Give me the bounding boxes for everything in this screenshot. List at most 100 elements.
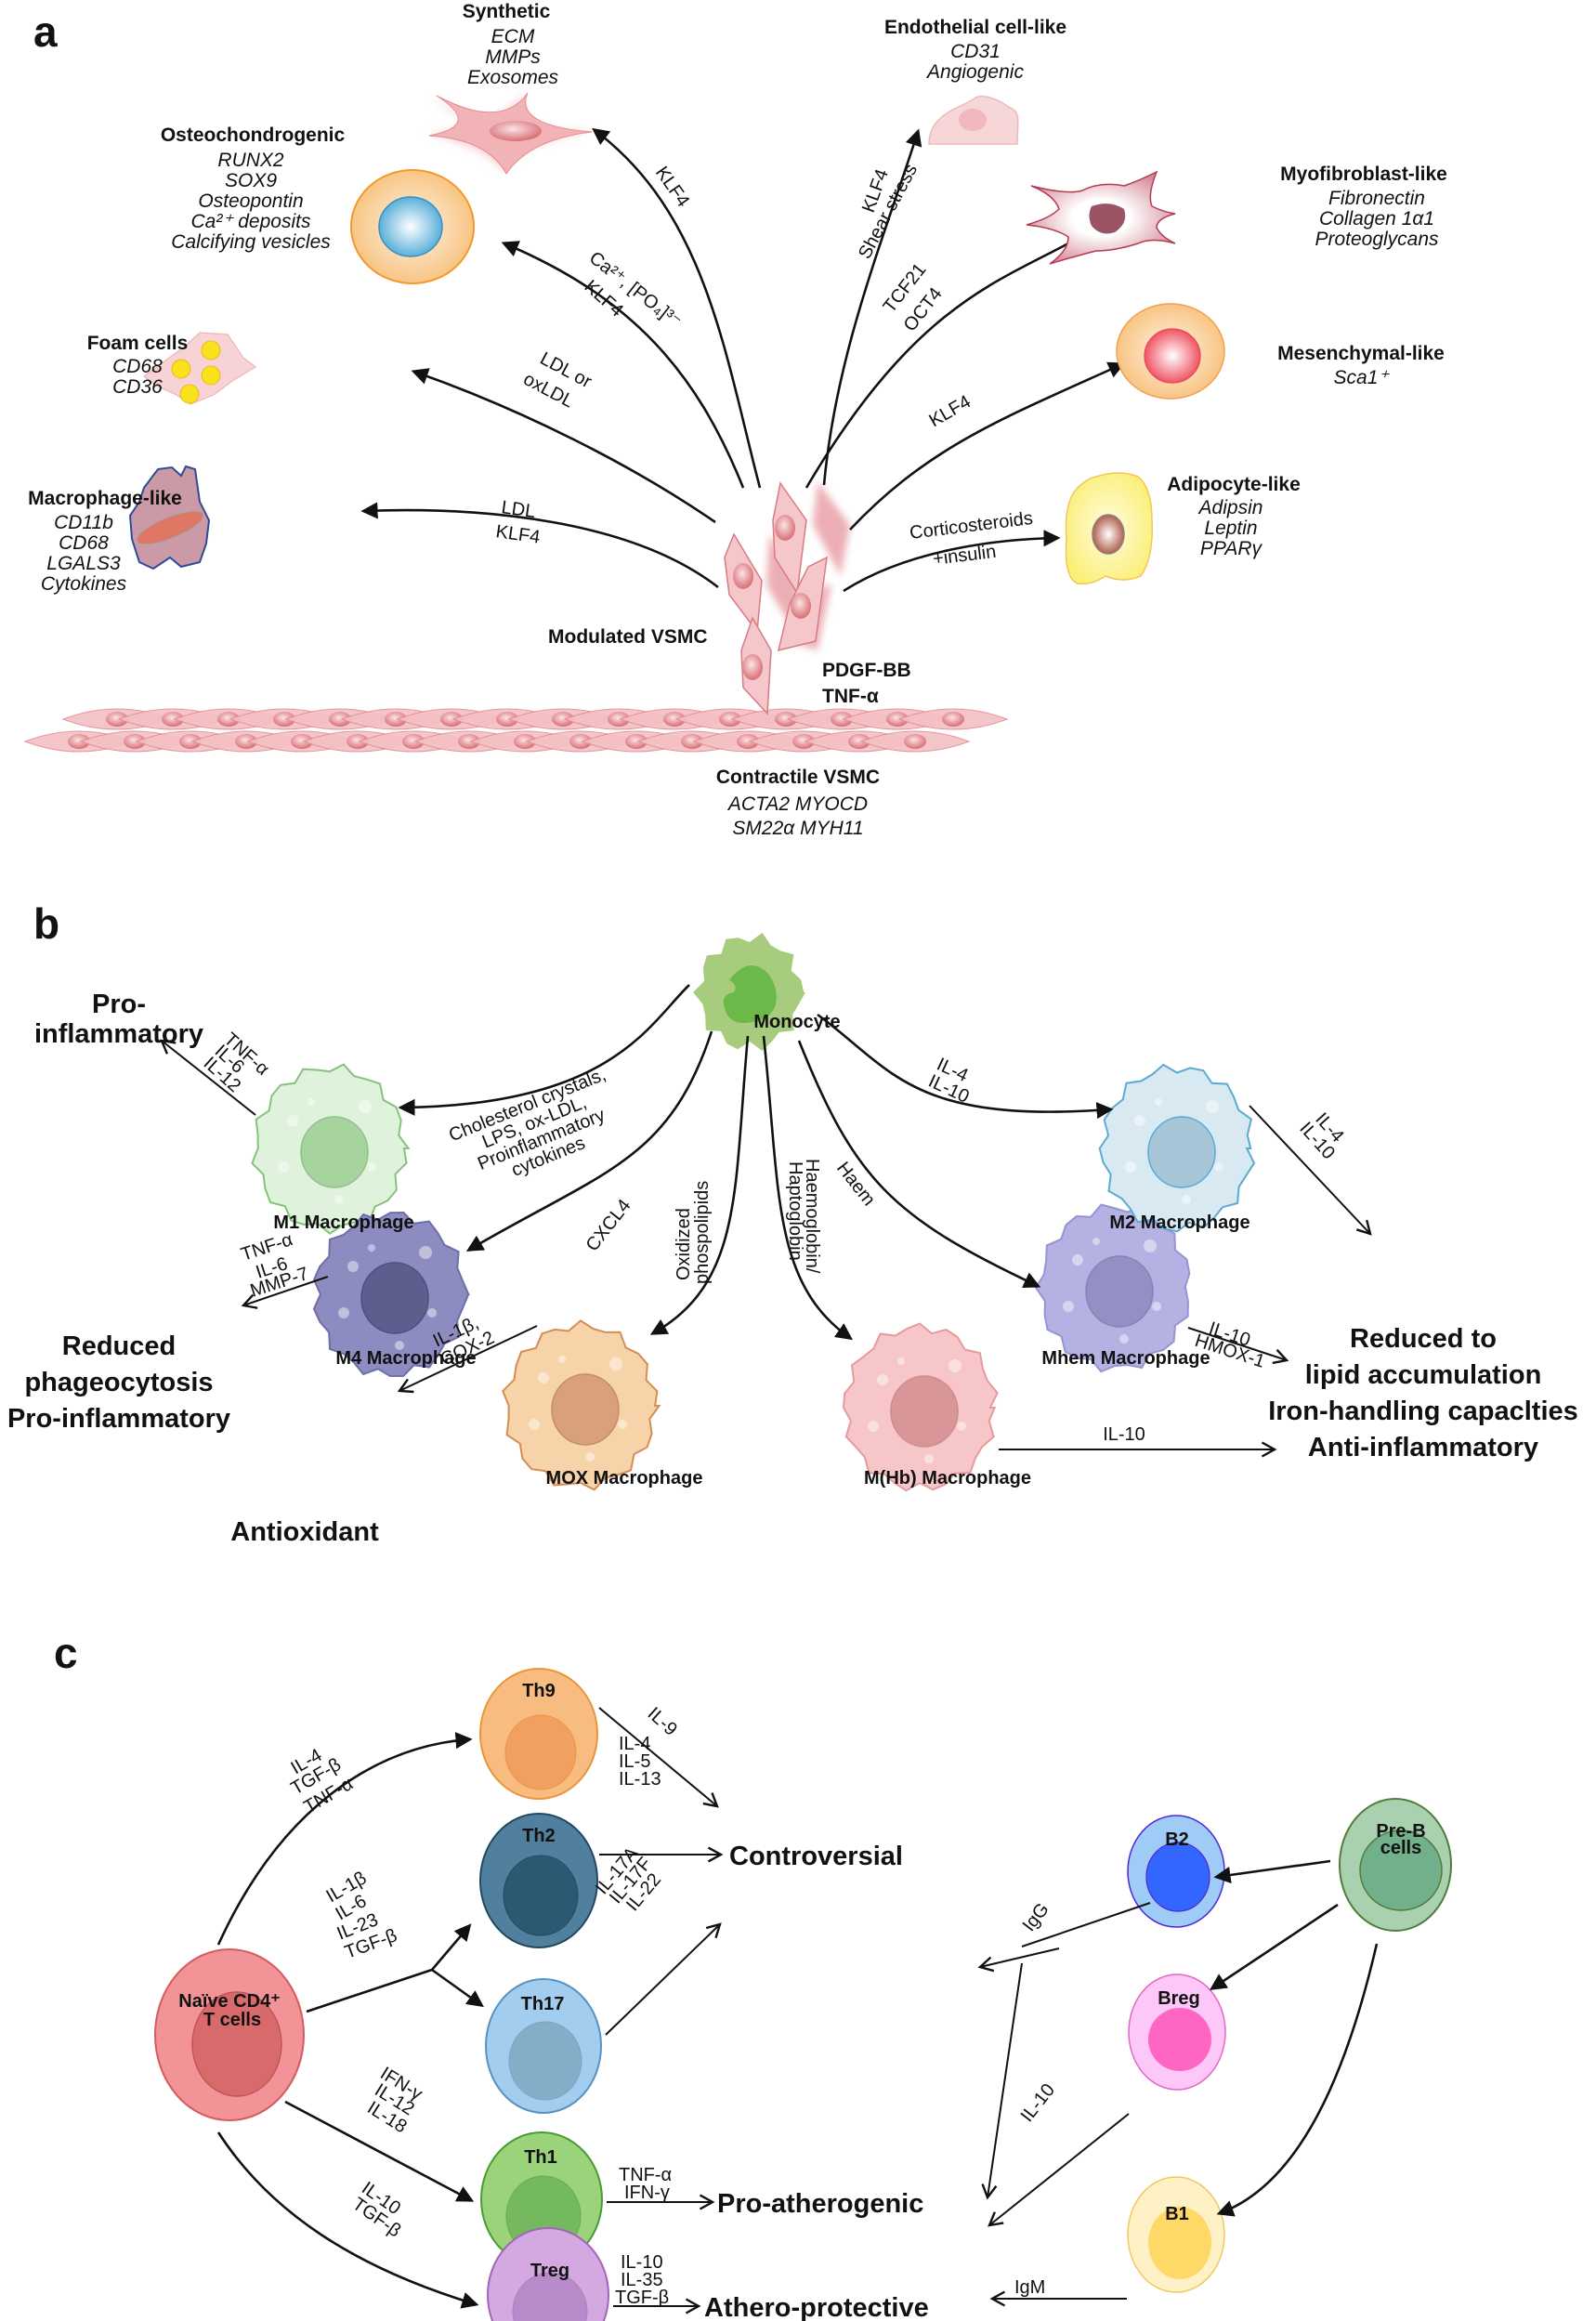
th9-cell [479,1668,598,1800]
th17-label: Th17 [521,1994,565,2014]
osteochondrogenic-cell [350,169,475,284]
myofibroblast-marker-1: Fibronectin [1328,188,1425,209]
m4-outcome-3: Pro-inflammatory [7,1404,230,1434]
th9-label: Th9 [522,1681,556,1701]
naive-cd4-cell [154,1948,305,2121]
m4-macrophage-cell [312,1211,470,1378]
m4-outcome-1: Reduced [62,1331,176,1361]
contractile-vsmc-cell [859,730,971,753]
preb-label-2: cells [1380,1838,1421,1858]
arrow-label-mesenchymal: KLF4 [926,391,975,431]
mox-label: MOX Macrophage [546,1468,703,1488]
macrophage-like-marker-1: CD11b [54,512,113,533]
m1-outcome-2: inflammatory [34,1019,203,1049]
mhem-macrophage-cell [1034,1203,1191,1373]
arrow-label-adipocyte-2: +insulin [932,542,998,570]
arrow-branch-to-th2 [431,1923,472,1971]
arrow-to-macrophage-like [360,502,719,589]
breg-label: Breg [1158,1988,1200,2009]
treg-output-1: IL-10 [621,2252,663,2273]
macrophage-like-marker-3: LGALS3 [46,553,121,574]
shared-outcome-4: Anti-inflammatory [1308,1433,1538,1462]
treg-cell [487,2227,609,2321]
m4-input: CXCL4 [582,1196,635,1255]
mesenchymal-title: Mesenchymal-like [1277,343,1445,364]
myofibroblast-marker-2: Collagen 1α1 [1319,208,1434,229]
contractile-vsmc-cell [897,708,1009,730]
arrow-naive-to-branch [306,1968,433,2013]
synthetic-cell [427,92,595,175]
synthetic-marker-3: Exosomes [467,67,559,88]
mesenchymal-cell [1116,303,1225,400]
stimulus-pdgf-bb: PDGF-BB [822,660,911,681]
mesenchymal-marker-1: Sca1⁺ [1334,367,1391,388]
b1-label: B1 [1165,2204,1189,2224]
th1-label: Th1 [524,2147,557,2168]
arrow-label-macrophage-1: LDL [500,497,536,522]
arrow-breg-to-athero-protective [988,2113,1130,2227]
panel-b: b Monocyte M1 Macrophage M4 Macrophage M… [7,899,1578,1547]
panel-letter-b: b [33,899,59,948]
breg-output-label: IL-10 [1017,2080,1059,2126]
m1-macrophage-cell [251,1063,411,1235]
synthetic-marker-2: MMPs [485,46,541,68]
osteo-marker-2: SOX9 [225,170,277,191]
outcome-athero-protective: Athero-protective [704,2293,929,2321]
mox-outcome: Antioxidant [230,1517,379,1547]
arrow-igg-to-athero-protective [981,1962,1023,2200]
treg-label: Treg [530,2261,569,2281]
stimulus-tnf-alpha: TNF-α [822,686,879,707]
arrow-naive-to-th1 [284,2100,475,2202]
arrow-naive-to-th9 [216,1732,473,1946]
arrow-monocyte-to-m2 [817,1013,1114,1120]
th2-output-3: IL-13 [619,1769,661,1790]
th2-label: Th2 [522,1826,556,1846]
th1-output-1: TNF-α [619,2165,672,2185]
osteo-marker-5: Calcifying vesicles [171,231,331,253]
contractile-markers-row2: SM22α MYH11 [732,818,863,839]
mhb-input-2: Haptoglobin [785,1161,805,1261]
synthetic-title: Synthetic [463,1,551,22]
osteochondrogenic-title: Osteochondrogenic [161,125,346,146]
adipocyte-title: Adipocyte-like [1167,474,1301,495]
modulated-vsmc-cluster [724,481,850,715]
b1-cell [1127,2176,1225,2293]
th1-output-2: IFN-γ [624,2183,670,2203]
outcome-pro-atherogenic: Pro-atherogenic [717,2189,923,2219]
arrow-to-foam-cells [411,368,716,524]
outcome-controversial: Controversial [729,1842,903,1871]
adipocyte-cell [1065,472,1153,585]
arrow-label-adipocyte-1: Corticosteroids [909,508,1034,544]
arrow-label-synthetic: KLF4 [651,163,693,211]
naive-label-1: Naïve CD4⁺ [178,1991,281,2012]
macrophage-like-marker-2: CD68 [59,532,109,554]
arrow-preb-to-b2 [1213,1859,1331,1884]
mhem-input: Haem [832,1159,879,1211]
m4-outcome-2: phageocytosis [24,1368,213,1397]
th2-output-1: IL-4 [619,1734,650,1754]
arrow-th9-to-controversial [598,1707,719,1808]
arrow-preb-to-b1 [1216,1943,1379,2217]
arrow-branch-to-th17 [431,1968,484,2008]
shared-outcome-2: lipid accumulation [1305,1360,1542,1390]
arrow-monocyte-to-mox [649,1035,750,1335]
m4-label: M4 Macrophage [335,1348,476,1369]
endothelial-title: Endothelial cell-like [884,17,1066,38]
b2-cell [1127,1815,1225,1928]
arrow-to-mesenchymal [849,361,1126,531]
contractile-markers-row1: ACTA2 MYOCD [726,793,868,815]
arrow-m4-to-reduced-phagocytosis [241,1276,329,1309]
arrow-igg-to-pro-atherogenic [977,1947,1060,1973]
m1-input-labels: Cholesterol crystals, LPS, ox-LDL, Proin… [446,1065,608,1181]
shared-outcome-1: Reduced to [1350,1324,1497,1354]
arrow-mox-to-antioxidant [397,1325,538,1394]
arrow-monocyte-to-m4 [465,1030,713,1252]
foam-cells-title: Foam cells [87,333,189,354]
mox-input-2: phospolipids [692,1181,713,1284]
arrow-monocyte-to-mhem [797,1040,1041,1289]
arrow-th17-to-controversial [605,1922,722,2036]
macrophage-like-cell [128,465,211,570]
m2-label: M2 Macrophage [1109,1213,1249,1233]
endothelial-marker-1: CD31 [950,41,1001,62]
